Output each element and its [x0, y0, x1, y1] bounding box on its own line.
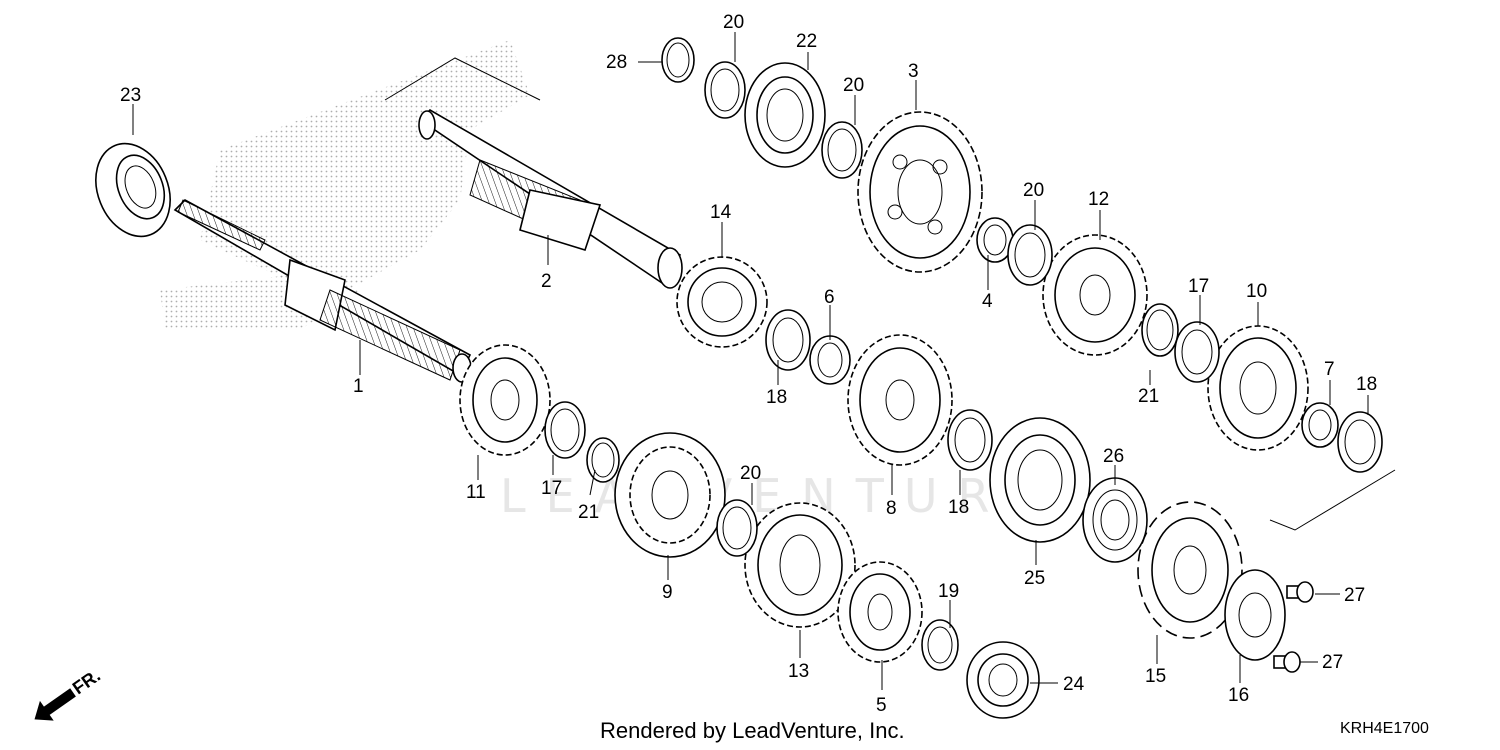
washer-18c	[947, 409, 993, 471]
reference-lines	[384, 57, 1396, 531]
callout-25: 25	[1024, 568, 1045, 589]
callout-4: 4	[982, 291, 993, 312]
callout-18a: 18	[766, 387, 787, 408]
callout-labels: 1 2 3 4 5 6 7 8 9 10 11 12 13 14 15 16 1…	[120, 12, 1377, 716]
callout-9: 9	[662, 582, 673, 603]
mainshaft-1	[173, 199, 472, 383]
countershaft-2	[418, 108, 683, 289]
callout-23: 23	[120, 85, 141, 106]
callout-3: 3	[908, 61, 919, 82]
bolt-27b	[1273, 651, 1301, 673]
callout-26: 26	[1103, 446, 1124, 467]
callout-20a: 20	[723, 12, 744, 33]
drive-sprocket-15	[1137, 501, 1243, 639]
callout-19: 19	[938, 581, 959, 602]
callout-22: 22	[796, 31, 817, 52]
callout-7: 7	[1324, 359, 1335, 380]
gear-13	[744, 502, 856, 628]
washer-20d	[716, 499, 758, 557]
oil-seal-26	[1082, 477, 1148, 563]
callout-28: 28	[606, 52, 627, 73]
callout-20c: 20	[1023, 180, 1044, 201]
bolt-27a	[1286, 581, 1314, 603]
washer-18a	[1337, 411, 1383, 473]
circlip-21b	[586, 437, 620, 483]
bushing-7	[1301, 402, 1339, 448]
gear-12	[1042, 234, 1148, 356]
callout-12: 12	[1088, 189, 1109, 210]
bearing-22	[744, 62, 826, 168]
callout-27b: 27	[1322, 652, 1343, 673]
callout-21a: 21	[578, 502, 599, 523]
bearing-23	[95, 142, 171, 238]
callout-6: 6	[824, 287, 835, 308]
callout-1: 1	[353, 376, 364, 397]
sprocket-plate-16	[1224, 569, 1286, 661]
bearing-24	[966, 641, 1040, 719]
gear-11	[459, 344, 551, 456]
washer-20c	[1007, 224, 1053, 286]
callout-27a: 27	[1344, 585, 1365, 606]
washer-20a	[704, 61, 746, 119]
leader-lines	[132, 32, 1369, 690]
gear-9	[614, 432, 726, 558]
gear-14	[676, 256, 768, 348]
circlip-28	[661, 37, 695, 83]
bearing-25	[989, 417, 1091, 543]
circlip-21a	[1141, 303, 1179, 357]
callout-18c: 18	[1356, 374, 1377, 395]
front-direction-arrow-icon	[34, 688, 76, 721]
washer-17a	[1174, 321, 1220, 383]
callout-14: 14	[710, 202, 732, 223]
washer-19	[921, 619, 959, 671]
callout-21b: 21	[1138, 386, 1159, 407]
callout-20b: 20	[843, 75, 864, 96]
callout-17b: 17	[1188, 276, 1209, 297]
gear-3	[857, 111, 983, 273]
bushing-6	[809, 335, 851, 385]
callout-24: 24	[1063, 674, 1085, 695]
washer-20b	[821, 121, 863, 179]
callout-8: 8	[886, 498, 897, 519]
callout-15: 15	[1145, 666, 1166, 687]
washer-18b	[765, 309, 811, 371]
callout-18b: 18	[948, 497, 969, 518]
callout-2: 2	[541, 271, 552, 292]
gear-10	[1207, 325, 1309, 451]
callout-17a: 17	[541, 478, 562, 499]
gear-5	[837, 561, 923, 663]
gear-8	[847, 334, 953, 466]
washer-17b	[544, 401, 586, 459]
callout-13: 13	[788, 661, 809, 682]
callout-11: 11	[466, 482, 486, 503]
callout-5: 5	[876, 695, 887, 716]
callout-16: 16	[1228, 685, 1249, 706]
footer-credit: Rendered by LeadVenture, Inc.	[600, 718, 905, 743]
front-direction-label: FR.	[69, 665, 104, 698]
diagram-code: KRH4E1700	[1340, 720, 1429, 737]
callout-20d: 20	[740, 463, 761, 484]
callout-10: 10	[1246, 281, 1267, 302]
